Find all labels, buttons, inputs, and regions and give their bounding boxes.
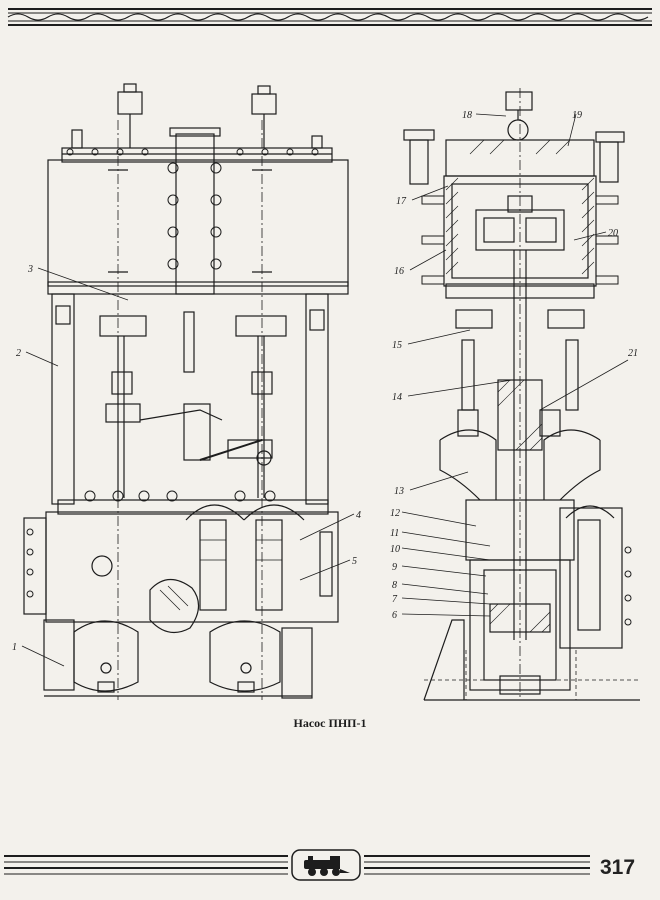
callout-17: 17: [396, 196, 407, 207]
left-callouts: 1 2 3 4 5: [12, 264, 361, 653]
locomotive-emblem-icon: [304, 856, 350, 876]
callout-18: 18: [462, 110, 472, 121]
right-view: [403, 88, 640, 701]
callout-8: 8: [392, 580, 397, 591]
callout-3: 3: [27, 264, 33, 275]
callout-1: 1: [12, 642, 17, 653]
left-view: [23, 83, 349, 700]
callout-11: 11: [390, 528, 399, 539]
callout-20: 20: [608, 228, 618, 239]
callout-14: 14: [392, 392, 402, 403]
top-ornament-rule: [7, 8, 652, 26]
callout-7: 7: [392, 594, 398, 605]
right-callouts: 6 7 8 9 10 11 12 13 14 15 16 17 18 19 20…: [390, 110, 638, 621]
left-leader-lines: [21, 267, 355, 667]
callout-5: 5: [352, 556, 357, 567]
callout-9: 9: [392, 562, 397, 573]
callout-16: 16: [394, 266, 404, 277]
callout-6: 6: [392, 610, 397, 621]
callout-2: 2: [16, 348, 21, 359]
page-number: 317: [600, 856, 636, 879]
callout-10: 10: [390, 544, 400, 555]
callout-15: 15: [392, 340, 402, 351]
callout-4: 4: [356, 510, 361, 521]
figure-caption: Насос ПНП-1: [293, 716, 367, 730]
callout-12: 12: [390, 508, 400, 519]
callout-21: 21: [628, 348, 638, 359]
bottom-ornament-rule: [4, 849, 590, 881]
callout-13: 13: [394, 486, 404, 497]
right-leader-lines: [401, 113, 629, 617]
callout-19: 19: [572, 110, 582, 121]
